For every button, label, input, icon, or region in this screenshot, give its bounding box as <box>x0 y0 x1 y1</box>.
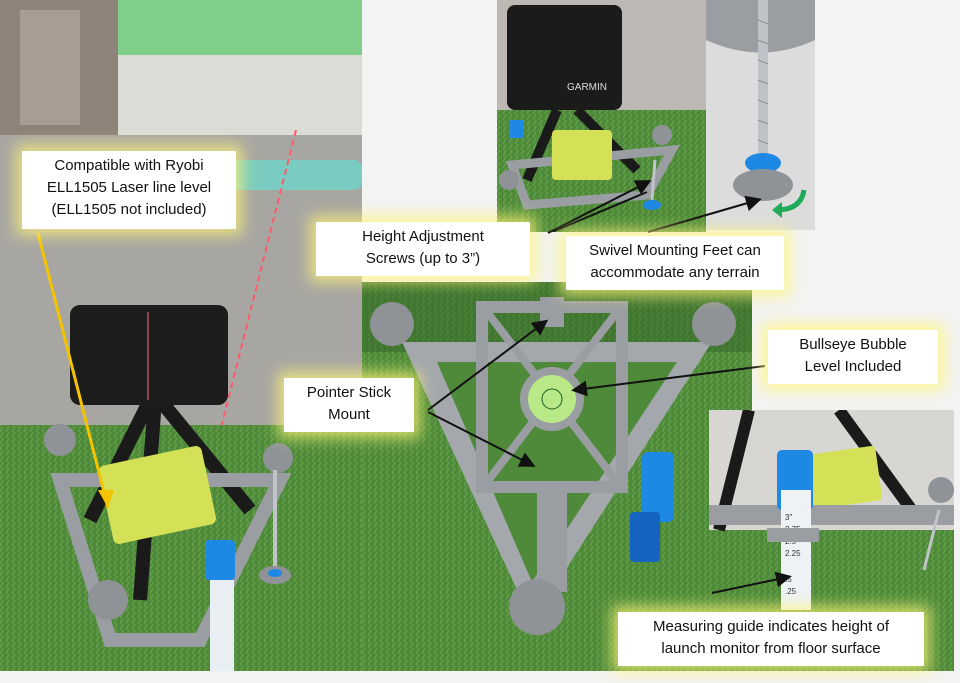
ruler-mark-3: 3" <box>785 513 792 522</box>
ruler-mark-225: 2.25 <box>785 549 801 558</box>
photo-stand-closeup <box>362 282 752 671</box>
ruler-mark-025: .25 <box>785 587 797 596</box>
label-measuring-guide: Measuring guide indicates height of laun… <box>618 612 924 666</box>
label-ryobi-compatible: Compatible with Ryobi ELL1505 Laser line… <box>22 151 236 229</box>
garmin-logo-text: GARMIN <box>567 82 607 93</box>
label-swivel-feet: Swivel Mounting Feet can accommodate any… <box>566 236 784 290</box>
label-bubble-level: Bullseye Bubble Level Included <box>768 330 938 384</box>
label-height-adjustment: Height Adjustment Screws (up to 3”) <box>316 222 530 276</box>
photo-swivel-foot <box>706 0 815 230</box>
label-pointer-stick-mount: Pointer Stick Mount <box>284 378 414 432</box>
photo-garmin-top: GARMIN <box>497 0 706 232</box>
ruler-mark-05: .5 <box>785 575 792 584</box>
photo-stand-overview <box>0 0 362 671</box>
